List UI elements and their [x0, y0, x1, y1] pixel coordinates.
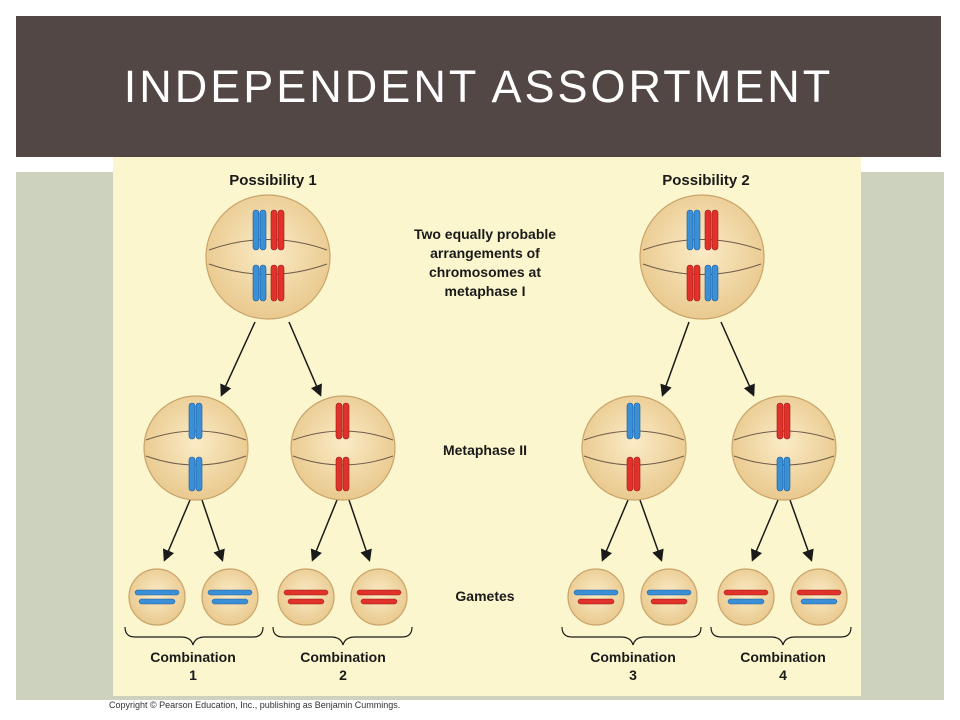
arrows — [162, 321, 814, 562]
combination-3-number: 3 — [629, 667, 637, 683]
meiosis-figure: Possibility 1 Possibility 2 Two equally … — [113, 157, 861, 696]
combination-2-number: 2 — [339, 667, 347, 683]
metaphase-ii-cell-1 — [143, 395, 249, 501]
description-line-4: metaphase I — [445, 283, 526, 299]
combination-brackets — [124, 626, 852, 646]
combination-1-word: Combination — [150, 649, 236, 665]
metaphase-ii-cell-4 — [731, 395, 837, 501]
chromosome-blue-small — [252, 264, 267, 302]
gamete-4a — [717, 568, 775, 626]
combination-2-word: Combination — [300, 649, 386, 665]
metaphase-i-cell-1 — [205, 194, 331, 320]
copyright-notice: Copyright © Pearson Education, Inc., pub… — [109, 700, 401, 710]
gamete-3a — [567, 568, 625, 626]
possibility-2-label: Possibility 2 — [662, 172, 750, 189]
chromosome-red-large — [704, 209, 719, 251]
gametes-label: Gametes — [455, 588, 514, 604]
description-line-1: Two equally probable — [414, 226, 556, 242]
gamete-3b — [640, 568, 698, 626]
chromosome-red-small — [270, 264, 285, 302]
title-bar: INDEPENDENT ASSORTMENT — [16, 16, 941, 157]
metaphase-ii-label: Metaphase II — [443, 442, 527, 458]
metaphase-i-cell-2 — [639, 194, 765, 320]
combination-4-number: 4 — [779, 667, 787, 683]
gamete-2b — [350, 568, 408, 626]
combination-1-number: 1 — [189, 667, 197, 683]
chromosome-red-large — [270, 209, 285, 251]
slide-title: INDEPENDENT ASSORTMENT — [123, 60, 834, 112]
gamete-4b — [790, 568, 848, 626]
chromosome-blue-large — [252, 209, 267, 251]
chromosome-red-small — [686, 264, 701, 302]
metaphase-ii-cell-2 — [290, 395, 396, 501]
gamete-1a — [128, 568, 186, 626]
chromosome-blue-small — [704, 264, 719, 302]
meiosis-diagram: Possibility 1 Possibility 2 Two equally … — [124, 172, 852, 683]
gamete-2a — [277, 568, 335, 626]
gamete-1b — [201, 568, 259, 626]
description-line-2: arrangements of — [430, 245, 540, 261]
combination-3-word: Combination — [590, 649, 676, 665]
chromosome-blue-large — [686, 209, 701, 251]
combination-4-word: Combination — [740, 649, 826, 665]
possibility-1-label: Possibility 1 — [229, 172, 317, 189]
description-line-3: chromosomes at — [429, 264, 541, 280]
metaphase-ii-cell-3 — [581, 395, 687, 501]
